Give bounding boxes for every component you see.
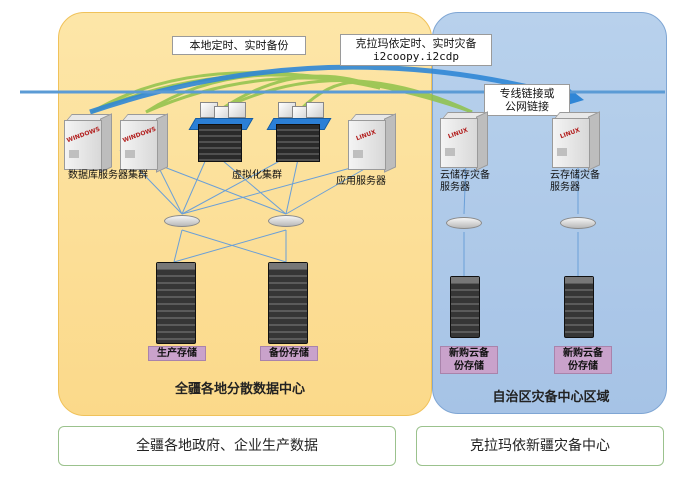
remote-backup-callout: 克拉玛依定时、实时灾备 i2coopy.i2cdp <box>340 34 492 66</box>
backup-storage <box>268 262 308 344</box>
link-type-callout: 专线链接或 公网链接 <box>484 84 570 116</box>
dr-storage-1-label-line2: 份存储 <box>454 361 484 372</box>
dr-storage-1-label: 新购云备 份存储 <box>440 346 498 374</box>
dr-storage-1-label-line1: 新购云备 <box>449 348 489 359</box>
dr-server-1: LINUX <box>440 110 488 171</box>
virtualization-cluster-label: 虚拟化集群 <box>232 170 282 181</box>
app-server: LINUX <box>348 112 396 173</box>
switch-left-1 <box>164 212 200 228</box>
db-server-1: WINDOWS <box>64 112 112 173</box>
backup-storage-label: 备份存储 <box>260 346 318 361</box>
virtualization-host-1 <box>188 102 254 164</box>
production-storage-label: 生产存储 <box>148 346 206 361</box>
link-type-line2: 公网链接 <box>505 100 549 113</box>
remote-backup-product: i2coopy.i2cdp <box>372 50 460 63</box>
footer-right-label: 克拉玛依新疆灾备中心 <box>416 426 664 466</box>
dr-storage-2-label-line2: 份存储 <box>568 361 598 372</box>
dr-storage-2-label: 新购云备 份存储 <box>554 346 612 374</box>
dr-server-1-label-line1: 云储存灾备 <box>440 170 490 181</box>
dr-storage-1 <box>450 276 480 338</box>
db-cluster-label: 数据库服务器集群 <box>68 170 148 181</box>
switch-right-2 <box>560 214 596 230</box>
virtualization-host-2 <box>266 102 332 164</box>
link-type-line1: 专线链接或 <box>499 87 555 100</box>
dr-server-2: LINUX <box>552 110 600 171</box>
right-zone-title: 自治区灾备中心区域 <box>492 390 610 405</box>
dr-server-2-label-line1: 云存储灾备 <box>550 170 600 181</box>
local-backup-text: 本地定时、实时备份 <box>189 39 289 52</box>
dr-server-1-label: 云储存灾备 服务器 <box>440 170 490 194</box>
local-datacenter-zone <box>58 12 432 416</box>
dr-server-2-label-line2: 服务器 <box>550 182 580 193</box>
production-storage <box>156 262 196 344</box>
remote-backup-title: 克拉玛依定时、实时灾备 <box>355 37 477 50</box>
switch-right-1 <box>446 214 482 230</box>
switch-left-2 <box>268 212 304 228</box>
local-backup-callout: 本地定时、实时备份 <box>172 36 306 55</box>
app-server-label: 应用服务器 <box>336 176 386 187</box>
dr-server-2-label: 云存储灾备 服务器 <box>550 170 600 194</box>
dr-server-1-label-line2: 服务器 <box>440 182 470 193</box>
dr-storage-2 <box>564 276 594 338</box>
dr-storage-2-label-line1: 新购云备 <box>563 348 603 359</box>
db-server-2: WINDOWS <box>120 112 168 173</box>
footer-left-label: 全疆各地政府、企业生产数据 <box>58 426 396 466</box>
left-zone-title: 全疆各地分散数据中心 <box>174 382 305 397</box>
